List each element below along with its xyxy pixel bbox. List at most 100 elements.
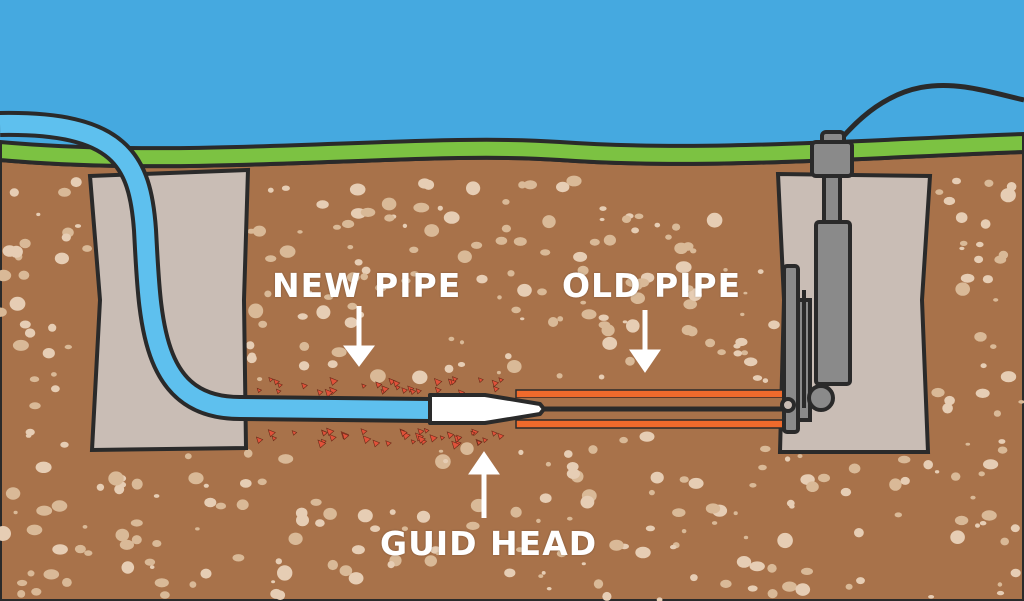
pebble <box>61 233 71 242</box>
pebble <box>894 512 902 518</box>
pebble <box>131 478 143 490</box>
pebble <box>84 550 93 556</box>
fragment <box>277 382 283 389</box>
pebble <box>744 357 758 367</box>
pebble <box>650 471 664 484</box>
pebble <box>621 215 632 223</box>
pebble <box>631 227 639 234</box>
pebble <box>980 363 987 369</box>
pebble <box>258 320 268 328</box>
pebble <box>2 245 17 257</box>
pebble <box>513 237 527 246</box>
pebble <box>900 476 910 485</box>
fragment <box>381 385 390 394</box>
fragment <box>375 381 383 389</box>
pebble <box>717 349 726 356</box>
fragment <box>417 435 426 444</box>
pebble <box>856 577 865 585</box>
pebble <box>982 275 994 284</box>
pebble <box>975 388 990 398</box>
pebble <box>130 519 143 527</box>
pebble <box>354 259 363 266</box>
pebble <box>556 373 563 379</box>
pebble <box>324 294 334 300</box>
pebble <box>749 483 757 488</box>
pebble <box>17 590 26 598</box>
pulling-machine <box>780 82 1024 434</box>
pebble <box>342 219 355 229</box>
pebble <box>443 211 460 224</box>
pebble <box>951 472 961 481</box>
grass-strip <box>0 131 1024 169</box>
pebble <box>448 336 455 342</box>
pebble <box>184 453 192 460</box>
pebble <box>51 372 57 377</box>
guide-head <box>428 393 546 425</box>
pebble <box>665 234 672 240</box>
pebble <box>297 313 308 320</box>
pebble <box>954 515 969 526</box>
pebble <box>767 563 777 573</box>
pebble <box>457 362 466 367</box>
pebble <box>960 273 975 283</box>
pebble <box>347 245 354 250</box>
pebble <box>275 558 282 565</box>
pebble <box>998 439 1006 444</box>
fragment <box>410 439 417 445</box>
pebble <box>520 317 525 321</box>
pebble <box>288 532 303 545</box>
fragment <box>317 439 327 449</box>
pebble <box>806 481 819 493</box>
pebble <box>297 230 303 234</box>
pebble <box>507 360 522 373</box>
pebble <box>310 498 322 506</box>
pebble <box>974 255 984 264</box>
pebble <box>854 528 864 538</box>
pebble <box>246 353 257 364</box>
pebble <box>430 546 442 554</box>
pebble <box>188 472 204 485</box>
pebble <box>413 202 430 213</box>
pebble <box>546 587 552 591</box>
pebble <box>496 370 501 375</box>
pebble <box>160 591 170 599</box>
fragment <box>273 378 280 386</box>
pebble <box>19 320 31 329</box>
pebble <box>375 284 387 292</box>
pebble <box>634 278 649 288</box>
pebble <box>70 177 82 188</box>
pebble <box>471 241 483 249</box>
pebble <box>246 341 255 350</box>
pebble <box>476 274 488 284</box>
pebble <box>634 213 644 220</box>
pebble <box>564 450 573 458</box>
pebble <box>502 199 510 205</box>
pebble <box>681 529 687 534</box>
pebble <box>598 374 605 380</box>
pebble <box>965 442 971 446</box>
pebble <box>36 212 41 217</box>
pebble <box>580 300 587 305</box>
pebble <box>25 433 32 438</box>
pebble <box>740 312 745 317</box>
fragment <box>429 434 438 443</box>
pebble <box>935 189 944 195</box>
pebble <box>573 251 588 262</box>
pebble <box>688 477 704 489</box>
fragment <box>497 432 505 440</box>
pebble <box>672 223 681 231</box>
pebble <box>1000 188 1016 203</box>
pebble <box>542 215 556 229</box>
pebble <box>381 197 397 211</box>
pebble <box>339 565 353 577</box>
pebble <box>801 567 813 576</box>
fragment <box>433 377 443 387</box>
pebble <box>346 272 360 283</box>
pebble <box>518 449 524 455</box>
fragment <box>291 430 298 436</box>
fragment <box>456 434 463 441</box>
pebble <box>557 316 564 322</box>
pebble <box>733 343 741 349</box>
pebble <box>983 459 999 470</box>
pebble <box>723 268 728 272</box>
